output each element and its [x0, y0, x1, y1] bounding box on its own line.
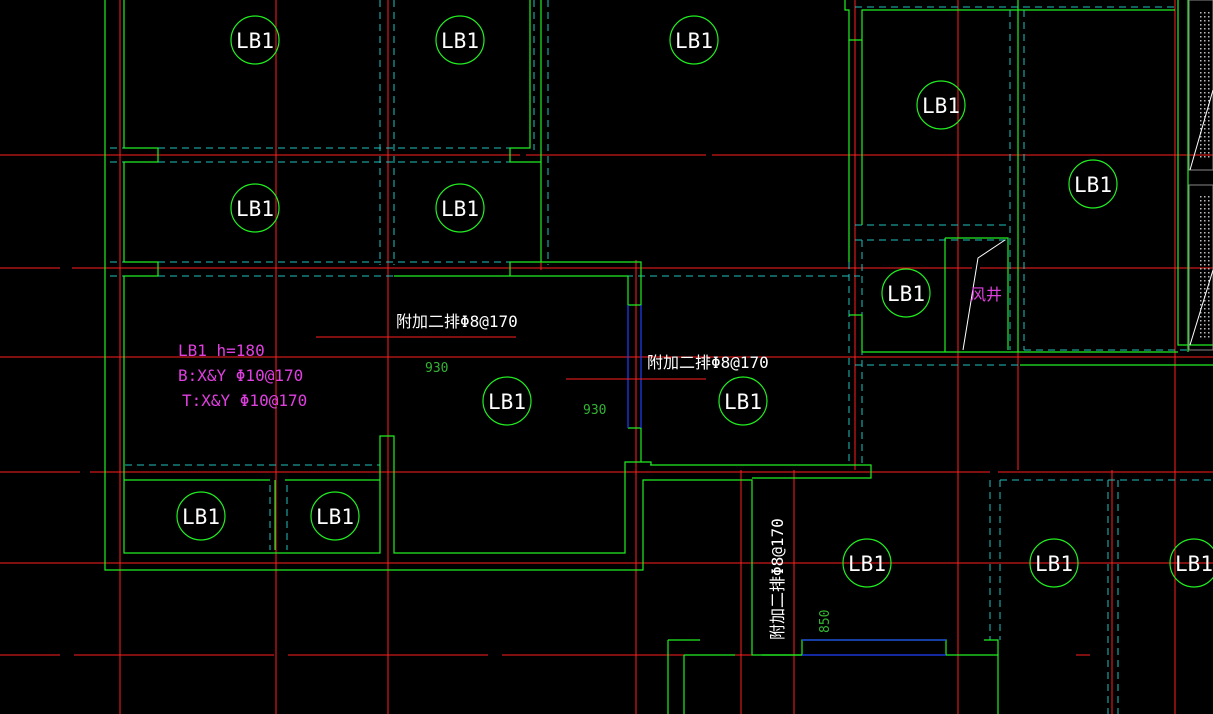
slab-tag: LB1	[182, 505, 220, 529]
additional-rebar-lines	[627, 305, 946, 656]
slab-tag: LB1	[887, 282, 925, 306]
slab-tags	[176, 15, 1213, 588]
dimension-a: 930	[425, 361, 448, 376]
rebar-note-c: 附加二排Φ8@170	[768, 518, 787, 640]
hatch-pattern	[1188, 0, 1213, 351]
slab-tag: LB1	[236, 29, 274, 53]
slab-tag: LB1	[441, 29, 479, 53]
rebar-note-b: 附加二排Φ8@170	[647, 353, 769, 372]
leader-lines	[316, 336, 706, 380]
rebar-note-a: 附加二排Φ8@170	[396, 312, 518, 331]
dimension-texts: 930 930 850	[425, 361, 833, 633]
slab-tag: LB1	[724, 390, 762, 414]
slab-tag: LB1	[488, 390, 526, 414]
slab-spec-note: LB1 h=180 B:X&Y Φ10@170 T:X&Y Φ10@170	[178, 341, 307, 410]
slab-tag: LB1	[316, 505, 354, 529]
slab-tag: LB1	[1074, 173, 1112, 197]
rebar-notes: 附加二排Φ8@170 附加二排Φ8@170 附加二排Φ8@170	[396, 312, 787, 640]
slab-tag: LB1	[675, 29, 713, 53]
slab-spec-line2: B:X&Y Φ10@170	[178, 366, 303, 385]
slab-tag: LB1	[441, 197, 479, 221]
dimension-c: 850	[818, 610, 833, 633]
slab-tag: LB1	[848, 552, 886, 576]
wind-shaft-label: 风井	[970, 285, 1002, 304]
slab-tag-texts: LB1 LB1 LB1 LB1 LB1 LB1 LB1 LB1 LB1 LB1 …	[182, 29, 1213, 576]
slab-spec-line3: T:X&Y Φ10@170	[182, 391, 307, 410]
wall-outlines	[104, 0, 1213, 714]
slab-spec-line1: LB1 h=180	[178, 341, 265, 360]
wind-shaft: 风井	[962, 239, 1006, 351]
slab-tag: LB1	[922, 94, 960, 118]
dimension-b: 930	[583, 403, 606, 418]
slab-tag: LB1	[236, 197, 274, 221]
slab-tag: LB1	[1175, 552, 1213, 576]
slab-tag: LB1	[1035, 552, 1073, 576]
hatch-dots	[1198, 10, 1210, 340]
